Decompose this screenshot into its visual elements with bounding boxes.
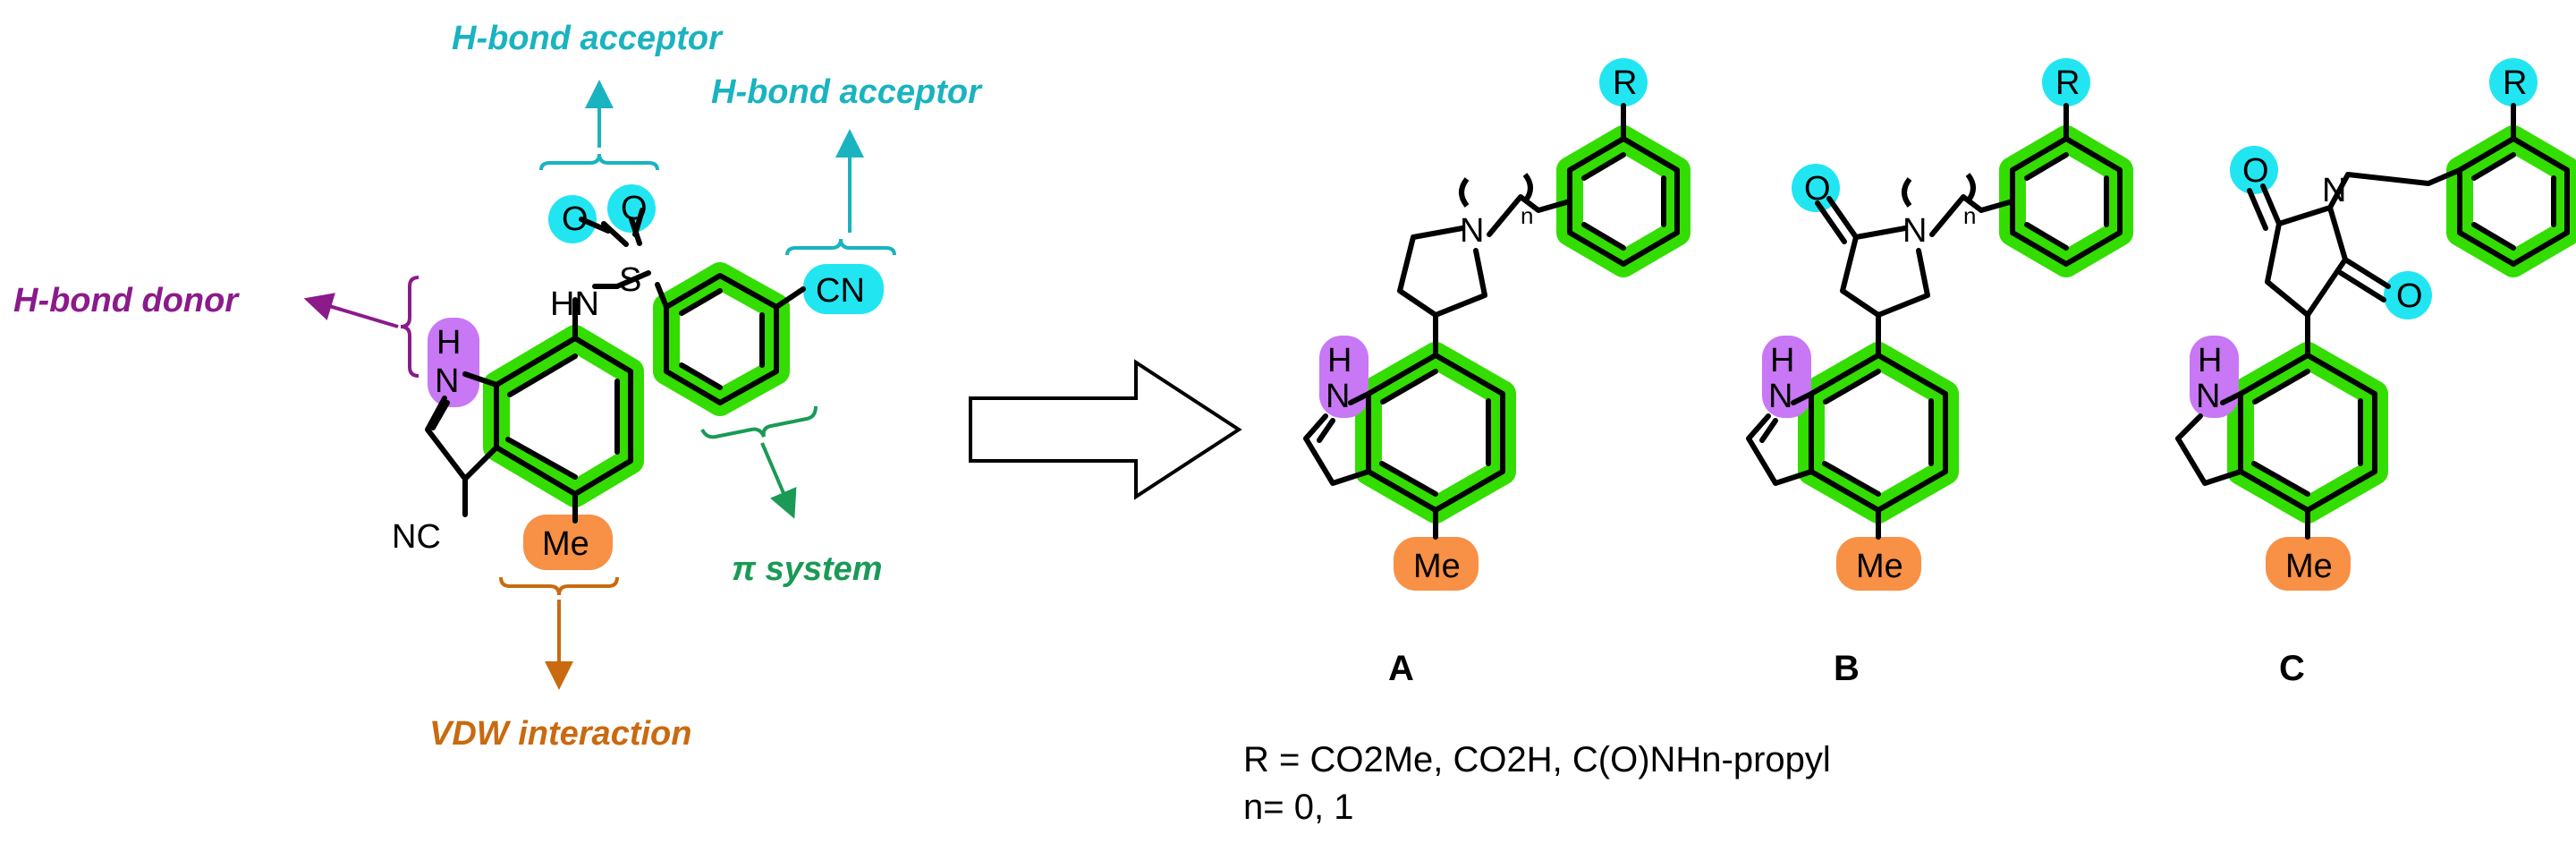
donor-arrow (303, 293, 399, 328)
pi-arrow (760, 442, 797, 519)
legend-r-definition: R = CO2Me, CO2H, C(O)NHn-propyl (1243, 740, 1831, 779)
annotations: H-bond acceptor H-bond acceptor H-bond d… (13, 20, 983, 753)
c-o1-highlight (2230, 146, 2278, 194)
lead-bonds (425, 208, 806, 524)
hn-label: HN (550, 285, 599, 323)
pi-brace (700, 405, 818, 439)
a-subscript-n: n (1521, 202, 1533, 229)
b-indole-n-label: N (1768, 378, 1792, 415)
compound-a: N n N H Me R A (1303, 58, 1690, 688)
c-o1-label: O (2242, 152, 2269, 190)
b-subscript-n: n (1963, 202, 1976, 229)
acceptor-brace-2 (785, 238, 896, 256)
me-label: Me (542, 525, 589, 563)
oxygen-2-label: O (621, 190, 648, 227)
hbond-donor-label: H-bond donor (13, 282, 240, 319)
c-me-label: Me (2285, 548, 2333, 585)
me-vdw-highlight (523, 515, 613, 570)
lead-compound: N H HN S O O CN NC Me (392, 184, 884, 570)
nc-label: NC (392, 518, 441, 556)
b-r-highlight (2042, 58, 2090, 106)
compound-b-label: B (1834, 649, 1860, 688)
acceptor-brace-1 (539, 153, 659, 171)
b-indole-h-label: H (1770, 342, 1794, 379)
c-r-label: R (2503, 64, 2527, 102)
a-paren-left (1459, 177, 1470, 208)
b-me-highlight (1836, 537, 1921, 591)
pi-system-label: π system (732, 550, 883, 588)
compound-a-label: A (1388, 649, 1414, 688)
b-paren-left (1902, 177, 1912, 208)
transform-arrow-icon (969, 359, 1242, 500)
c-nh-highlight (2190, 336, 2239, 418)
a-r-label: R (1613, 64, 1637, 102)
b-n-label: N (1902, 212, 1927, 250)
a-indole-n-label: N (1326, 378, 1350, 415)
a-n-label: N (1460, 212, 1484, 250)
vdw-brace (499, 576, 619, 596)
cn-label: CN (816, 272, 865, 310)
oxygen-1-label: O (562, 200, 589, 238)
indole-n-label: N (435, 362, 459, 400)
sulfur-label: S (619, 261, 641, 299)
hbond-acceptor-label-2: H-bond acceptor (711, 73, 983, 111)
hbond-acceptor-label-1: H-bond acceptor (452, 20, 724, 57)
nh-donor-highlight (428, 318, 479, 407)
donor-brace (400, 276, 419, 378)
b-r-label: R (2055, 64, 2080, 102)
cn-acceptor-highlight (803, 264, 884, 314)
c-o2-label: O (2396, 277, 2423, 315)
c-bonds (2175, 103, 2570, 540)
c-n-label: N (2322, 172, 2346, 209)
a-bonds (1303, 103, 1680, 540)
c-indoline-highlight (2227, 342, 2388, 524)
c-me-highlight (2266, 537, 2351, 591)
a-me-highlight (1394, 537, 1479, 591)
b-indole-highlight (1798, 342, 1959, 524)
compound-c: N O O N H Me R C (2175, 58, 2576, 688)
o1-acceptor-highlight (548, 195, 597, 243)
a-indole-highlight (1355, 342, 1516, 524)
compound-c-label: C (2279, 649, 2305, 688)
o2-acceptor-highlight (607, 184, 656, 233)
c-r-highlight (2489, 58, 2538, 106)
b-me-label: Me (1856, 548, 1903, 585)
c-indoline-h-label: H (2198, 342, 2222, 379)
c-indoline-n-label: N (2196, 378, 2220, 415)
b-bonds (1746, 103, 2123, 540)
b-paren-right (1965, 173, 1976, 203)
a-r-highlight (1599, 58, 1648, 106)
b-o-label: O (1804, 170, 1831, 208)
vdw-label: VDW interaction (429, 715, 691, 753)
compound-b: N O n N H Me R B (1746, 58, 2133, 688)
a-paren-right (1522, 173, 1533, 203)
a-me-label: Me (1413, 548, 1461, 585)
c-o2-highlight (2384, 271, 2432, 319)
indole-h-label: H (436, 324, 461, 362)
a-indole-h-label: H (1327, 342, 1352, 379)
legend-n-definition: n= 0, 1 (1243, 788, 1353, 827)
